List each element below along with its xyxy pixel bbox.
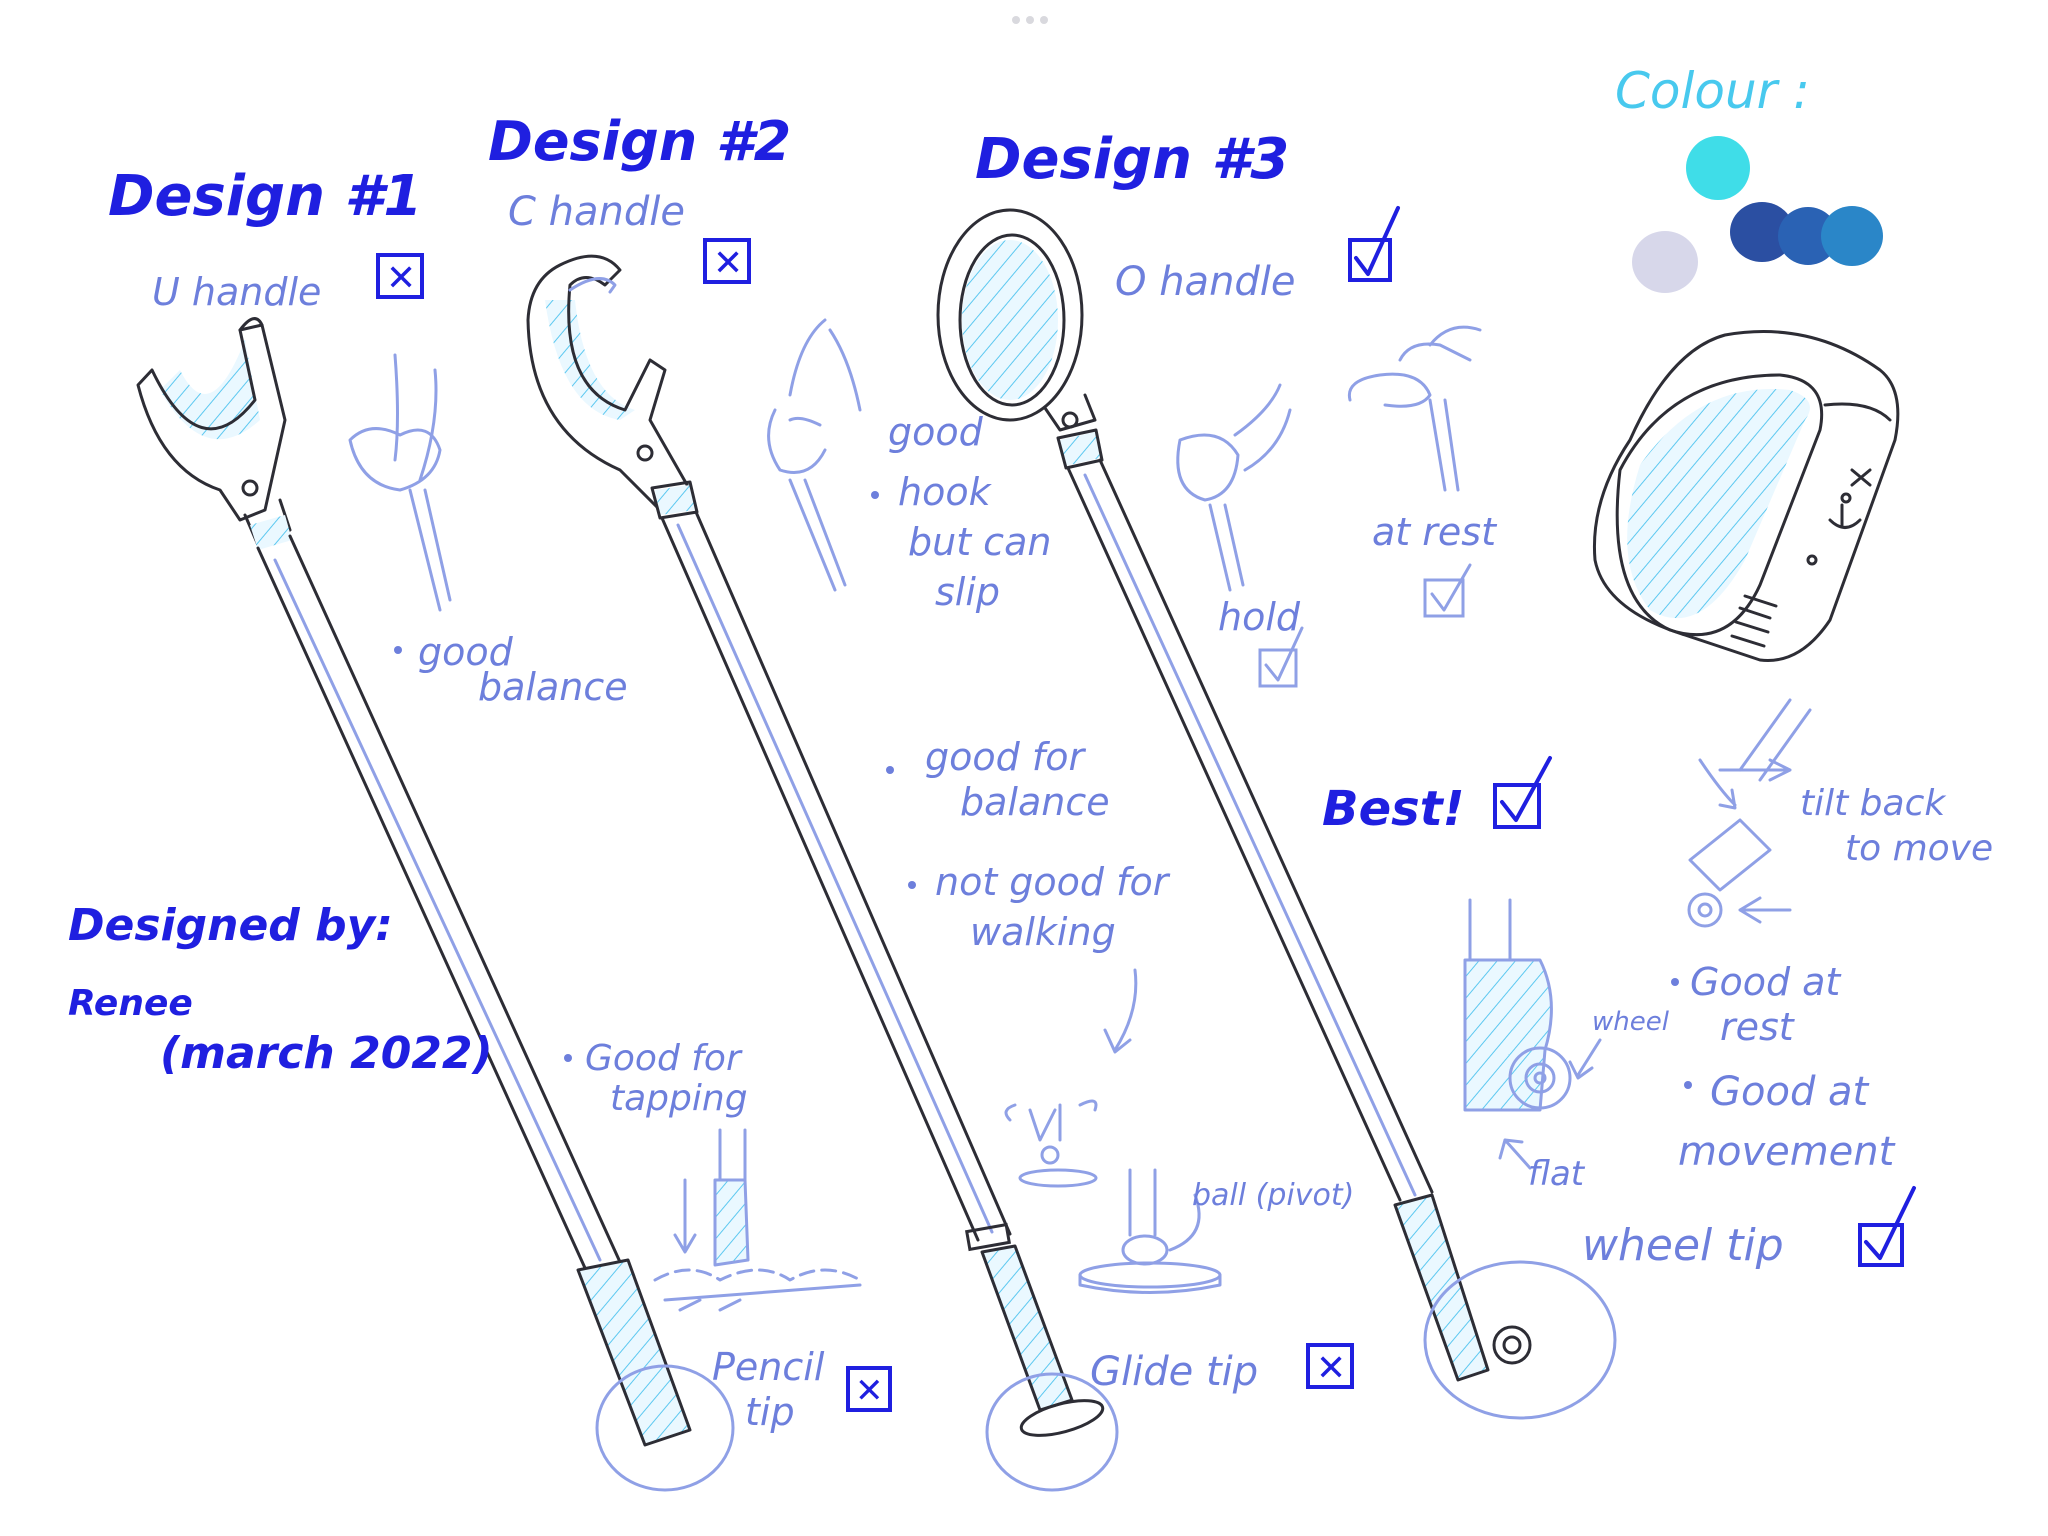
design-1-title: Design #1 — [108, 164, 422, 229]
colour-swatch-light-blue — [1821, 206, 1883, 266]
pencil-tip-diagram — [653, 1128, 862, 1312]
colour-palette: Colour : — [1592, 62, 1900, 662]
wheel-tip-detail — [1463, 898, 1602, 1170]
design-3-tilt-note-1: tilt back — [1800, 783, 1947, 824]
design-2-title: Design #2 — [488, 110, 791, 173]
u-handle-drawing — [136, 317, 292, 550]
design-2-balance-note-3: not good for — [935, 860, 1171, 904]
designer-credit: Designed by: Renee (march 2022) — [68, 900, 493, 1079]
design-3-best-label: Best! — [1322, 781, 1465, 837]
bullet — [886, 766, 894, 774]
design-2-balance-note-4: walking — [970, 910, 1116, 954]
design-1-note-1: good — [418, 630, 514, 674]
bullet — [564, 1054, 572, 1062]
colour-swatch-navy — [1730, 202, 1794, 262]
grabber-dot — [1040, 16, 1048, 24]
design-3-tilt-note-2: to move — [1845, 828, 1993, 869]
bullet — [1671, 978, 1679, 986]
design-1-handle-label: U handle — [152, 270, 321, 314]
design-2: Design #2 C handle ✕ — [488, 110, 1354, 1492]
design-2-balance-note-2: balance — [960, 780, 1110, 824]
ring-band-drawing — [1592, 330, 1900, 662]
design-3-accept-box — [1348, 206, 1400, 282]
cross-mark-icon: ✕ — [386, 258, 416, 299]
design-3-hold-label: hold — [1218, 595, 1301, 639]
colour-swatch-blue — [1778, 207, 1838, 265]
grabber-dot — [1026, 16, 1034, 24]
bullet — [871, 491, 879, 499]
design-3-shaft — [1066, 458, 1532, 1382]
bullet — [394, 646, 402, 654]
colour-swatch-lavender — [1632, 231, 1698, 293]
design-1-grip-sketch — [348, 353, 452, 612]
cross-mark-icon: ✕ — [855, 1371, 884, 1411]
cross-mark-icon: ✕ — [713, 243, 743, 284]
design-3-wheel-note-2: rest — [1720, 1005, 1796, 1049]
design-2-note-2: hook — [898, 470, 993, 514]
tilt-back-sketch — [1687, 698, 1812, 928]
design-1-tip-label-2: tip — [745, 1390, 795, 1434]
tip-highlight-circle — [595, 1364, 735, 1492]
design-3-tip-label: wheel tip — [1582, 1220, 1784, 1271]
design-1-tip-reject-box: ✕ — [846, 1366, 892, 1412]
design-3-best-check — [1493, 756, 1552, 829]
design-2-handle-label: C handle — [508, 189, 685, 235]
design-2-tip-reject-box: ✕ — [1306, 1343, 1354, 1389]
design-1-tip-note-2: tapping — [610, 1078, 748, 1119]
bullet — [1684, 1081, 1692, 1089]
design-3-flat-label: flat — [1528, 1154, 1586, 1194]
design-3-rest-label: at rest — [1372, 510, 1498, 554]
o-handle-drawing — [936, 208, 1104, 470]
design-2-shaft — [660, 510, 1105, 1437]
design-3-hold-sketch — [1176, 383, 1292, 592]
design-1: Design #1 U handle ✕ — [108, 164, 892, 1492]
design-1-tip-label-1: Pencil — [712, 1345, 825, 1389]
glide-tip-motion-diagram — [1004, 968, 1222, 1294]
tip-highlight-circle — [985, 1372, 1119, 1492]
credit-name: Renee — [68, 983, 193, 1024]
grabber-dot — [1012, 16, 1020, 24]
design-1-reject-box: ✕ — [376, 253, 424, 299]
design-3-handle-label: O handle — [1115, 259, 1296, 305]
design-2-tip-annotation: ball (pivot) — [1192, 1178, 1354, 1213]
credit-date: (march 2022) — [160, 1028, 493, 1079]
bullet — [908, 881, 916, 889]
tip-highlight-circle — [1423, 1260, 1617, 1420]
design-2-note-4: slip — [935, 570, 1000, 614]
design-3: Design #3 O handle — [936, 127, 1993, 1420]
design-2-grip-sketch — [767, 318, 862, 592]
design-1-shaft — [256, 534, 692, 1447]
colour-swatch-cyan — [1686, 136, 1750, 200]
cross-mark-icon: ✕ — [1316, 1348, 1346, 1389]
design-3-tip-accept-box — [1858, 1186, 1916, 1267]
design-1-note-2: balance — [478, 665, 628, 709]
design-3-title: Design #3 — [975, 127, 1289, 192]
c-handle-drawing — [526, 254, 699, 520]
design-3-rest-sketch — [1347, 325, 1482, 492]
credit-label: Designed by: — [68, 900, 393, 951]
design-1-tip-note-1: Good for — [585, 1038, 743, 1079]
design-3-rest-check — [1423, 563, 1472, 618]
design-3-wheel-note-3: Good at — [1710, 1069, 1870, 1115]
design-2-reject-box: ✕ — [703, 238, 751, 284]
design-2-note-3: but can — [908, 520, 1051, 564]
design-3-hold-check — [1258, 626, 1304, 688]
design-3-wheel-note-1: Good at — [1690, 960, 1842, 1004]
colour-title: Colour : — [1615, 62, 1810, 120]
design-2-note-1: good — [888, 410, 984, 454]
window-grabber[interactable] — [1012, 16, 1048, 24]
design-3-wheel-note-4: movement — [1678, 1129, 1896, 1175]
design-2-balance-note-1: good for — [925, 735, 1086, 779]
design-3-wheel-label: wheel — [1592, 1007, 1670, 1037]
design-2-tip-label: Glide tip — [1090, 1349, 1258, 1395]
